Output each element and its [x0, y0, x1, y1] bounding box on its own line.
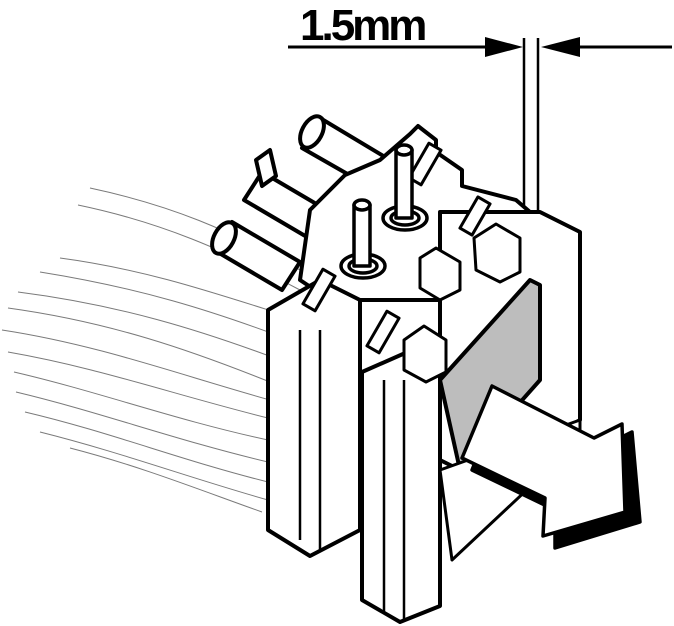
dimension-callout: 1.5mm — [288, 1, 672, 290]
connector-front-column — [360, 348, 442, 624]
wire-bundle — [1, 187, 301, 513]
dimension-arrow-right — [541, 37, 580, 57]
removal-direction-arrow — [460, 384, 642, 550]
latch-window — [438, 278, 542, 472]
header-pins — [339, 143, 429, 280]
connector-left-column — [266, 278, 362, 558]
dimension-label: 1.5mm — [300, 1, 425, 50]
housing-connector — [210, 114, 582, 624]
top-slots — [301, 141, 522, 384]
dimension-arrow-left — [485, 37, 523, 57]
